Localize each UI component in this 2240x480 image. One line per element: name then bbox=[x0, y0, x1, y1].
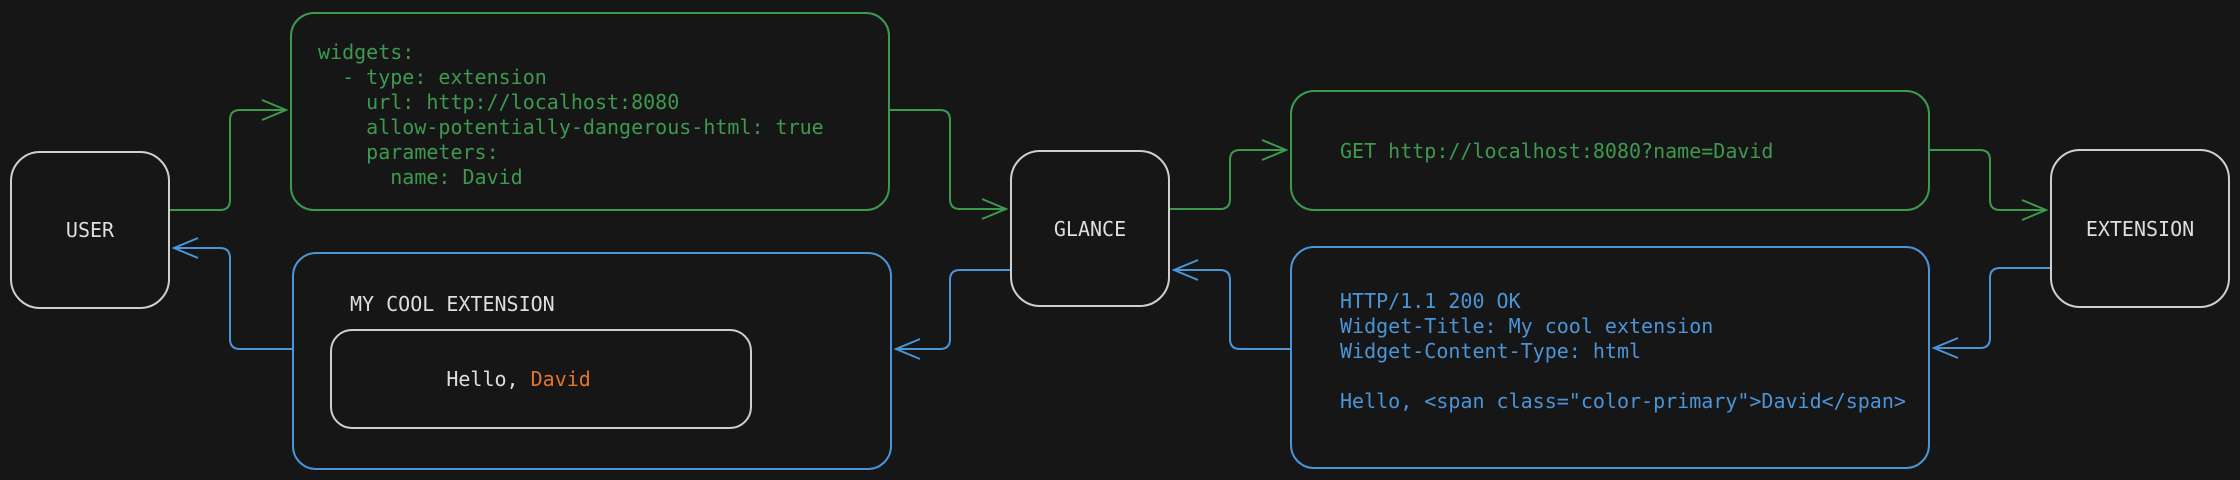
response-arrow-glance-to-widget bbox=[896, 269, 1010, 349]
greeting-name: David bbox=[530, 367, 591, 391]
glance-node: GLANCE bbox=[1010, 150, 1170, 307]
response-arrow-widget-to-user bbox=[174, 248, 292, 350]
extension-node: EXTENSION bbox=[2050, 149, 2230, 308]
request-arrow-config-to-glance bbox=[890, 109, 1006, 209]
response-box: HTTP/1.1 200 OK Widget-Title: My cool ex… bbox=[1290, 246, 1930, 469]
glance-node-label: GLANCE bbox=[1053, 216, 1127, 241]
request-arrow-glance-to-request bbox=[1170, 150, 1286, 210]
user-node: USER bbox=[10, 151, 170, 309]
widget-title: MY COOL EXTENSION bbox=[350, 292, 555, 316]
widget-greeting: Hello, David bbox=[350, 343, 591, 415]
request-arrow-user-to-config bbox=[170, 110, 286, 211]
widget-greeting-card: Hello, David bbox=[330, 329, 752, 429]
request-arrow-request-to-extension bbox=[1930, 149, 2046, 210]
config-yaml-text: widgets: - type: extension url: http://l… bbox=[318, 40, 824, 189]
widget-preview-box: MY COOL EXTENSION Hello, David bbox=[292, 252, 892, 470]
response-text: HTTP/1.1 200 OK Widget-Title: My cool ex… bbox=[1340, 289, 1906, 413]
request-line-text: GET http://localhost:8080?name=David bbox=[1340, 139, 1774, 163]
request-box: GET http://localhost:8080?name=David bbox=[1290, 90, 1930, 211]
response-arrow-extension-to-response bbox=[1934, 267, 2050, 348]
config-box: widgets: - type: extension url: http://l… bbox=[290, 12, 890, 211]
greeting-prefix: Hello, bbox=[446, 367, 531, 391]
user-node-label: USER bbox=[65, 218, 115, 242]
response-arrow-response-to-glance bbox=[1174, 270, 1290, 350]
extension-node-label: EXTENSION bbox=[2085, 216, 2195, 241]
